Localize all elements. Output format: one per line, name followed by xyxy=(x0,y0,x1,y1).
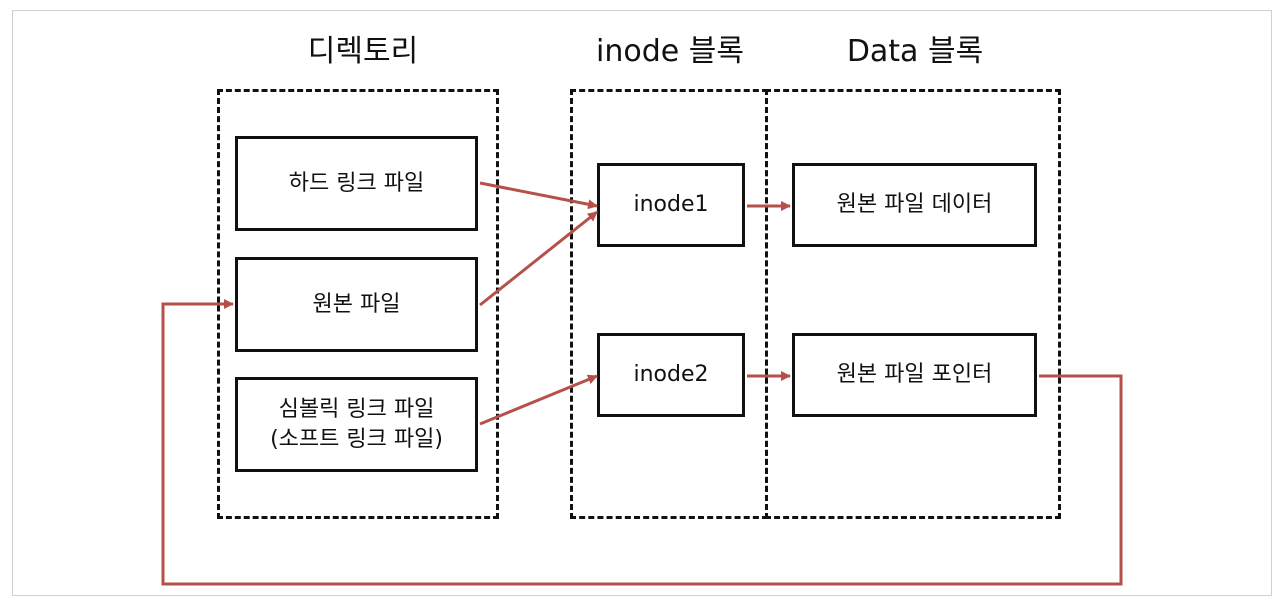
data-block-group xyxy=(765,89,1061,519)
arrow-original-to-inode1 xyxy=(479,210,598,307)
arrow-pointer-to-original xyxy=(161,299,1123,586)
original-file-data-box: 원본 파일 데이터 xyxy=(792,163,1037,247)
symbolic-link-file-box: 심볼릭 링크 파일 (소프트 링크 파일) xyxy=(235,377,478,472)
original-file-pointer-box: 원본 파일 포인터 xyxy=(792,333,1037,417)
original-file-box: 원본 파일 xyxy=(235,257,478,352)
diagram-frame xyxy=(12,10,1272,596)
heading-inode-block: inode 블록 xyxy=(596,34,744,69)
heading-directory: 디렉토리 xyxy=(307,34,419,69)
arrow-symlink-to-inode2 xyxy=(479,374,598,426)
heading-data-block: Data 블록 xyxy=(846,34,984,69)
arrow-hardlink-to-inode1 xyxy=(479,181,598,210)
hard-link-file-box: 하드 링크 파일 xyxy=(235,136,478,231)
inode1-box: inode1 xyxy=(597,163,745,247)
inode2-box: inode2 xyxy=(597,333,745,417)
